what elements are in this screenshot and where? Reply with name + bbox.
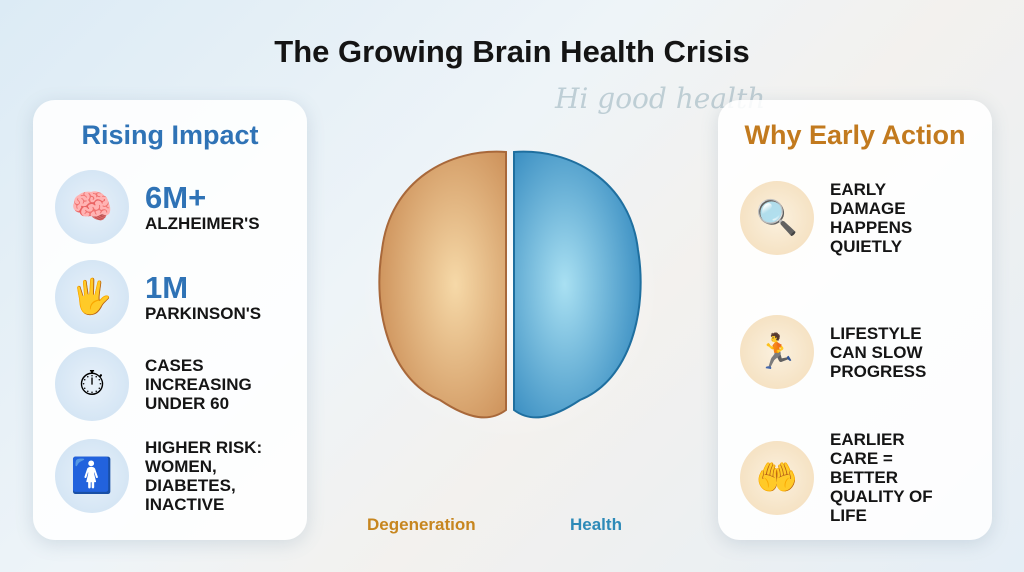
list-item: ⏱ CASES INCREASING UNDER 60: [55, 347, 275, 421]
list-item: 🚺 HIGHER RISK: WOMEN, DIABETES, INACTIVE: [55, 438, 275, 514]
label: LIFESTYLE CAN SLOW PROGRESS: [830, 323, 927, 381]
panel-heading: Why Early Action: [744, 120, 966, 150]
label: ALZHEIMER'S: [145, 213, 260, 233]
hands-brain-icon: 🤲: [740, 440, 814, 515]
list-item: 🧠 6M+ALZHEIMER'S: [55, 170, 260, 244]
treadmill-runner-icon: 🏃: [740, 315, 814, 389]
list-item: 🔍 EARLY DAMAGE HAPPENS QUIETLY: [740, 180, 940, 256]
label: CASES INCREASING UNDER 60: [145, 355, 252, 413]
label: HIGHER RISK: WOMEN, DIABETES, INACTIVE: [145, 438, 263, 514]
label: EARLIER CARE = BETTER QUALITY OF LIFE: [830, 430, 933, 525]
brain-illustration: [360, 140, 660, 440]
why-early-action-panel: Why Early Action 🔍 EARLY DAMAGE HAPPENS …: [718, 100, 992, 540]
brain-plaque-icon: 🧠: [55, 170, 129, 244]
list-item: 🏃 LIFESTYLE CAN SLOW PROGRESS: [740, 315, 940, 389]
brain-magnifier-icon: 🔍: [740, 181, 814, 255]
label: PARKINSON'S: [145, 303, 262, 323]
health-label: Health: [570, 515, 622, 534]
degeneration-label: Degeneration: [367, 515, 476, 534]
panel-heading: Rising Impact: [81, 120, 259, 150]
label: EARLY DAMAGE HAPPENS QUIETLY: [830, 180, 913, 256]
page-title: The Growing Brain Health Crisis: [274, 34, 750, 69]
trembling-hand-icon: 🖐: [55, 260, 129, 334]
clock-person-arrow-icon: ⏱: [55, 347, 129, 421]
stat: 1M: [145, 269, 189, 305]
degenerating-hemisphere: [378, 150, 507, 419]
woman-diabetes-sitting-icon: 🚺: [55, 439, 129, 513]
healthy-hemisphere: [513, 150, 642, 419]
list-item: 🤲 EARLIER CARE = BETTER QUALITY OF LIFE: [740, 430, 950, 525]
stat: 6M+: [145, 179, 207, 215]
